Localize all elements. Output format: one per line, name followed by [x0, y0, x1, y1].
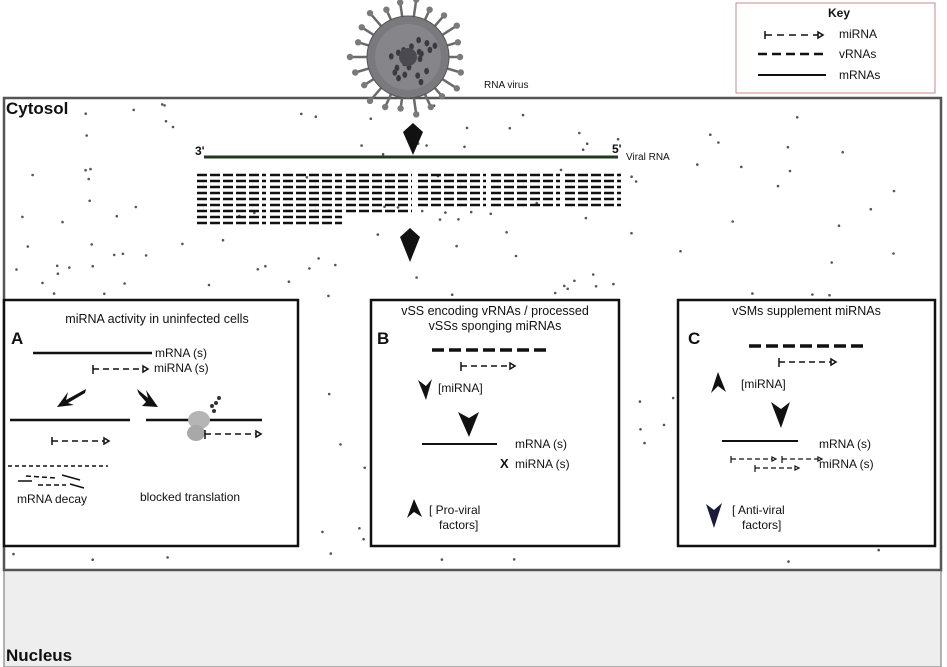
- panel-b-letter: B: [377, 329, 390, 348]
- nucleus-label: Nucleus: [6, 646, 73, 665]
- nucleus-region: [3, 569, 942, 667]
- panel-c-mrna-label: mRNA (s): [819, 437, 871, 451]
- panel-a-mirna-label: miRNA (s): [154, 361, 209, 375]
- rna-virus: [346, 0, 464, 118]
- viral-rna-label: Viral RNA: [626, 152, 670, 163]
- panel-b: [369, 298, 621, 548]
- panel-a-mrna-label: mRNA (s): [155, 346, 207, 360]
- key-box: [735, 2, 936, 94]
- panel-c-factors-line1: [ Anti-viral: [732, 503, 785, 517]
- panel-c-letter: C: [688, 329, 701, 348]
- panel-a-decay-label: mRNA decay: [17, 492, 88, 506]
- key-title: Key: [828, 6, 851, 20]
- arrow-rna-to-panels: [400, 228, 420, 262]
- panel-b-mirna-label: miRNA (s): [515, 457, 570, 471]
- panel-a-blocked-label: blocked translation: [140, 490, 241, 504]
- panel-b-mrna-label: mRNA (s): [515, 437, 567, 451]
- key-item-vrnas: vRNAs: [839, 47, 877, 61]
- panel-b-factors-line1: [ Pro-viral: [429, 503, 481, 517]
- panel-b-title-line1: vSS encoding vRNAs / processed: [401, 304, 589, 318]
- panel-b-x-mark: X: [500, 456, 509, 471]
- panel-b-factors-line2: factors]: [439, 518, 479, 532]
- rna-virus-label: RNA virus: [484, 80, 529, 91]
- viral-rna-3prime: 3': [195, 144, 205, 158]
- panel-b-mirna-level: [miRNA]: [438, 381, 483, 395]
- panel-c-mirna-level: [miRNA]: [741, 377, 786, 391]
- key-item-mirna: miRNA: [839, 27, 877, 41]
- viral-rna-5prime: 5': [612, 142, 622, 156]
- panel-a-letter: A: [11, 329, 24, 348]
- key-mirna-symbol: [764, 30, 825, 40]
- vrna-fragments: [197, 173, 621, 225]
- panel-b-title-line2: vSSs sponging miRNAs: [428, 319, 562, 333]
- panel-c-mirna-label: miRNA (s): [819, 457, 874, 471]
- panel-c-factors-line2: factors]: [742, 518, 782, 532]
- panel-a: [2, 298, 300, 548]
- key-item-mrnas: mRNAs: [839, 68, 881, 82]
- panel-c-title: vSMs supplement miRNAs: [732, 304, 881, 318]
- panel-a-title: miRNA activity in uninfected cells: [65, 312, 249, 326]
- cytosol-label: Cytosol: [6, 99, 69, 118]
- arrow-virus-to-rna: [403, 123, 423, 155]
